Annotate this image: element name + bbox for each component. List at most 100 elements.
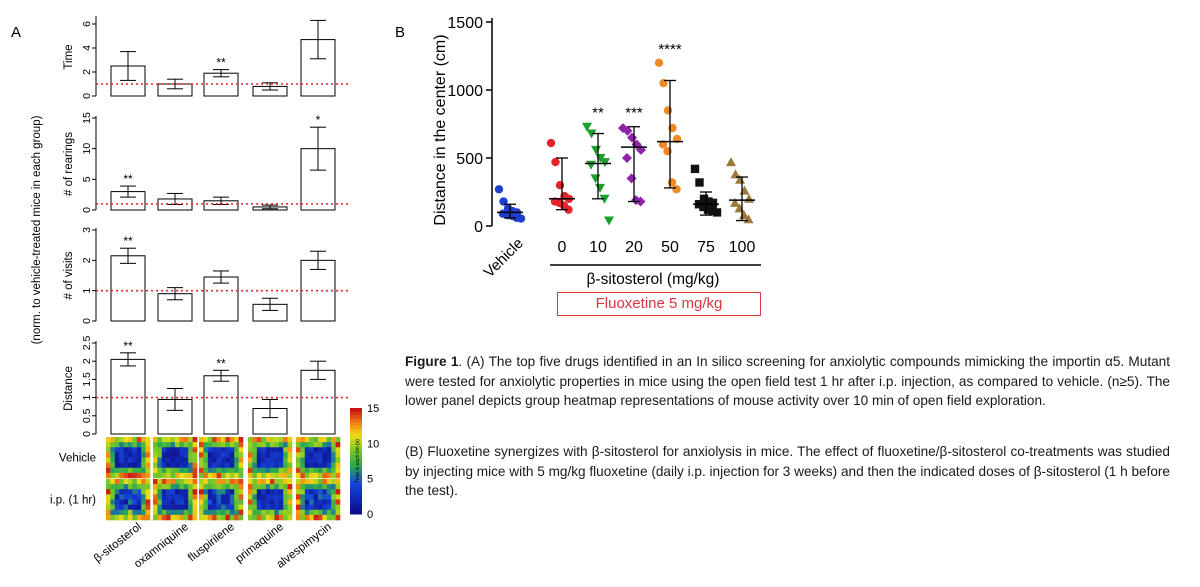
y-tick-label: 10 <box>81 143 93 155</box>
heatmap-cell <box>199 467 204 474</box>
data-point <box>582 122 592 132</box>
heatmap-cell <box>123 462 129 469</box>
heatmap-cell <box>274 467 280 474</box>
heatmap-cell <box>119 452 124 458</box>
heatmap-cell <box>161 514 167 521</box>
y-tick-label: 1500 <box>447 15 483 32</box>
heatmap-cell <box>221 514 226 521</box>
heatmap-cell <box>278 509 284 516</box>
heatmap-cell <box>278 504 284 511</box>
figure-caption-a: Figure 1. (A) The top five drugs identif… <box>405 352 1170 411</box>
heatmap-cell <box>322 494 328 500</box>
heatmap-cell <box>309 462 314 469</box>
heatmap-cell <box>188 452 193 458</box>
heatmap-cell <box>188 504 193 511</box>
heatmap-cell <box>183 499 189 505</box>
heatmap-cell <box>216 447 222 453</box>
heatmap-cell <box>179 479 185 485</box>
heatmap-cell <box>283 514 288 521</box>
heatmap-cell <box>161 484 167 490</box>
heatmap-cell <box>203 467 209 474</box>
heatmap-cell <box>287 437 293 443</box>
colorbar-segment <box>350 450 362 455</box>
heatmap-cell <box>192 472 198 479</box>
heatmap-cell <box>212 504 217 511</box>
heatmap-cell <box>153 509 158 516</box>
heatmap-cell <box>309 447 314 453</box>
heatmap-cell <box>207 462 213 469</box>
heatmap-cell <box>161 479 167 485</box>
heatmap-cell <box>278 462 284 469</box>
heatmap-cell <box>322 484 328 490</box>
heatmap-cell <box>141 479 146 485</box>
heatmap-cell <box>179 494 185 500</box>
heatmap-cell <box>304 494 310 500</box>
heatmap-cell <box>296 499 301 505</box>
heatmap-cell <box>207 467 213 474</box>
heatmap-cell <box>145 479 151 485</box>
heatmap-cell <box>229 452 235 458</box>
heatmap-cell <box>110 504 116 511</box>
heatmap-row-label: i.p. (1 hr) <box>50 495 96 507</box>
heatmap-cell <box>326 442 332 448</box>
heatmap-cell <box>207 452 213 458</box>
heatmap-cell <box>145 499 151 505</box>
heatmap-cell <box>157 442 163 448</box>
heatmap-cell <box>141 467 146 474</box>
heatmap-cell <box>274 514 280 521</box>
heatmap-cell <box>141 437 146 443</box>
heatmap-cell <box>188 489 193 495</box>
heatmap-cell <box>123 437 129 443</box>
heatmap-cell <box>335 467 341 474</box>
heatmap-cell <box>145 472 151 479</box>
heatmap-cell <box>114 484 120 490</box>
heatmap-cell <box>270 447 275 453</box>
heatmap-cell <box>145 462 151 469</box>
heatmap-cell <box>141 489 146 495</box>
heatmap-cell <box>261 514 266 521</box>
heatmap-cell <box>326 479 332 485</box>
data-point <box>600 158 610 168</box>
heatmap-cell <box>248 484 253 490</box>
heatmap-cell <box>229 514 235 521</box>
heatmap-cell <box>318 447 323 453</box>
heatmap-cell <box>141 457 146 463</box>
heatmap-cell <box>170 504 176 511</box>
data-point <box>635 196 646 207</box>
heatmap-cell <box>238 484 244 490</box>
panel-a-label: A <box>11 24 21 41</box>
heatmap-cell <box>183 484 189 490</box>
heatmap-cell <box>188 467 193 474</box>
heatmap-cell <box>225 442 231 448</box>
heatmap-cell <box>203 509 209 516</box>
heatmap-cell <box>188 462 193 469</box>
heatmap-cell <box>234 509 239 516</box>
heatmap-cell <box>313 447 319 453</box>
heatmap-cell <box>335 447 341 453</box>
heatmap-cell <box>179 499 185 505</box>
heatmap-cell <box>252 494 258 500</box>
heatmap-cell <box>229 489 235 495</box>
heatmap-cell <box>274 494 280 500</box>
heatmap-cell <box>175 489 180 495</box>
heatmap-cell <box>326 489 332 495</box>
colorbar-tick-label: 0 <box>367 509 373 521</box>
y-tick-label: 2 <box>81 257 93 263</box>
heatmap-cell <box>318 494 323 500</box>
data-point <box>663 106 673 115</box>
heatmap-cell <box>207 472 213 479</box>
heatmap-cell <box>256 462 262 469</box>
heatmap-cell <box>153 499 158 505</box>
heatmap-cell <box>110 494 116 500</box>
heatmap-cell <box>265 484 271 490</box>
data-point <box>739 185 750 195</box>
category-label: 50 <box>661 239 679 256</box>
heatmap-cell <box>141 452 146 458</box>
heatmap-cell <box>110 499 116 505</box>
heatmap-cell <box>248 504 253 511</box>
significance-mark: **** <box>658 41 682 58</box>
heatmap-cell <box>106 447 111 453</box>
heatmap-cell <box>322 504 328 511</box>
heatmap-cell <box>287 467 293 474</box>
colorbar-segment <box>350 475 362 480</box>
